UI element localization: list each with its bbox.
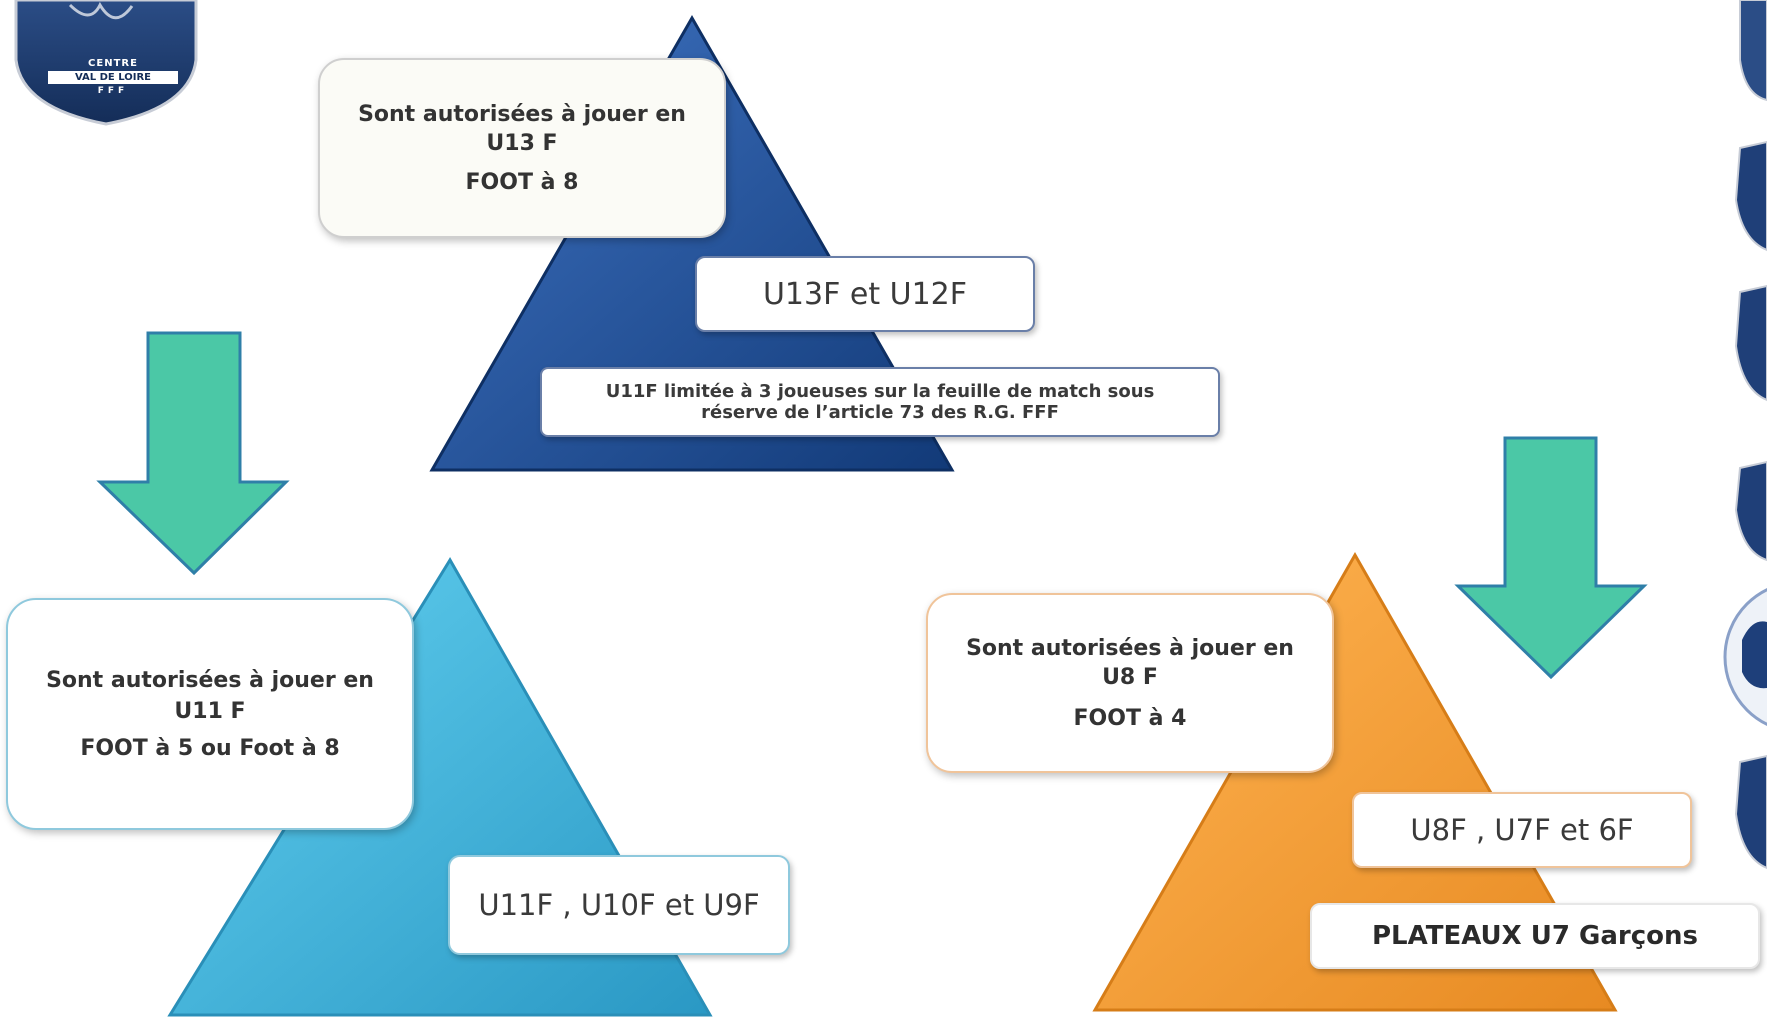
left-info-box: Sont autorisées à jouer en U11 F FOOT à … xyxy=(6,598,414,830)
top-tag-age-groups: U13F et U12F xyxy=(695,256,1035,332)
logo-line-2: VAL DE LOIRE xyxy=(48,71,178,84)
left-box-line-2: U11 F xyxy=(174,698,246,724)
club-logo-6 xyxy=(1734,754,1767,870)
right-tag-plateaux: PLATEAUX U7 Garçons xyxy=(1310,903,1760,969)
top-box-line-3: FOOT à 8 xyxy=(465,169,579,195)
right-tag-age-groups: U8F , U7F et 6F xyxy=(1352,792,1692,868)
fff-logo xyxy=(14,0,198,126)
logo-line-3: FFF xyxy=(97,86,129,96)
right-triangle xyxy=(1092,551,1618,1012)
left-down-arrow xyxy=(96,331,290,576)
restriction-line-2: réserve de l’article 73 des R.G. FFF xyxy=(701,402,1059,423)
club-logo-3 xyxy=(1734,284,1767,402)
left-box-line-1: Sont autorisées à jouer en xyxy=(46,667,374,693)
left-tag-age-groups: U11F , U10F et U9F xyxy=(448,855,790,955)
club-logo-2 xyxy=(1734,140,1767,252)
right-down-arrow xyxy=(1454,436,1648,680)
right-box-line-2: U8 F xyxy=(1102,664,1158,690)
restriction-line-1: U11F limitée à 3 joueuses sur la feuille… xyxy=(605,381,1155,402)
top-info-box: Sont autorisées à jouer en U13 F FOOT à … xyxy=(318,58,726,238)
logo-line-1: CENTRE xyxy=(88,58,138,69)
top-box-line-2: U13 F xyxy=(486,130,558,156)
club-logo-4 xyxy=(1734,460,1767,562)
logo-text-block: CENTRE VAL DE LOIRE FFF xyxy=(48,58,178,96)
club-logo-5 xyxy=(1723,588,1767,726)
left-box-line-3: FOOT à 5 ou Foot à 8 xyxy=(80,735,340,761)
right-box-line-1: Sont autorisées à jouer en xyxy=(966,635,1294,661)
right-info-box: Sont autorisées à jouer en U8 F FOOT à 4 xyxy=(926,593,1334,773)
top-triangle xyxy=(429,14,955,472)
right-box-line-3: FOOT à 4 xyxy=(1073,705,1187,731)
club-logo-1 xyxy=(1739,0,1767,102)
top-box-line-1: Sont autorisées à jouer en xyxy=(358,101,686,127)
top-tag-restriction: U11F limitée à 3 joueuses sur la feuille… xyxy=(540,367,1220,437)
